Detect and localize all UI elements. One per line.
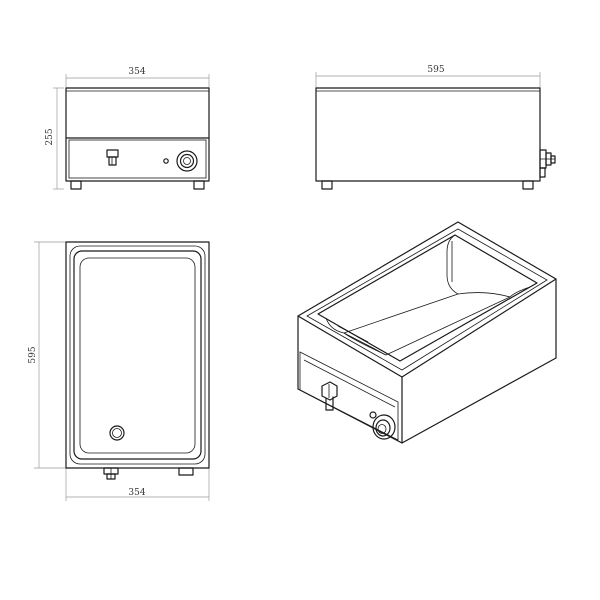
side-length-label: 595 [427, 65, 444, 75]
top-length-dimension: 595 [28, 241, 66, 469]
iso-well-floor-left [343, 332, 387, 356]
iso-well-wall-right [509, 286, 531, 298]
front-foot-left [70, 180, 82, 190]
iso-well-floor-front [385, 296, 511, 356]
iso-control-panel [299, 351, 399, 441]
top-well-opening [73, 250, 202, 460]
side-foot-left [321, 180, 333, 190]
iso-well-opening [317, 234, 538, 362]
front-control-panel [68, 139, 207, 179]
top-tap-icon [103, 467, 119, 480]
side-view: 595 [315, 65, 556, 190]
iso-indicator-light-icon [369, 411, 377, 419]
top-rim [69, 245, 206, 465]
top-width-label: 354 [128, 488, 145, 498]
top-well-bottom [79, 257, 196, 454]
iso-drain-tap-icon [321, 381, 338, 411]
top-knob-projection [178, 467, 194, 476]
iso-body-outline [297, 221, 557, 444]
iso-thermostat-knob-icon [372, 414, 396, 440]
front-foot-right [193, 180, 205, 190]
side-tap-icon [539, 149, 556, 178]
iso-well-floor-back [343, 293, 459, 334]
top-length-label: 595 [28, 346, 38, 363]
top-view: 595 354 [28, 241, 210, 501]
side-length-dimension: 595 [315, 65, 541, 88]
top-outer-frame [65, 241, 210, 469]
side-body [315, 87, 541, 182]
front-view: 354 255 [45, 67, 210, 190]
iso-rim-inner [306, 228, 548, 371]
top-width-dimension: 354 [65, 468, 210, 501]
front-width-dimension: 354 [65, 67, 210, 88]
drain-tap-icon [106, 149, 119, 166]
iso-well-wall-back [446, 234, 459, 295]
thermostat-knob-icon [176, 150, 198, 172]
front-height-dimension: 255 [45, 87, 64, 190]
indicator-light-icon [163, 158, 169, 164]
isometric-view [297, 221, 557, 444]
drain-hole-icon [109, 425, 125, 441]
iso-well-floor-right [457, 292, 511, 298]
front-body [65, 87, 210, 182]
front-height-label: 255 [45, 128, 55, 145]
side-foot-right [522, 180, 534, 190]
front-width-label: 354 [128, 67, 145, 77]
